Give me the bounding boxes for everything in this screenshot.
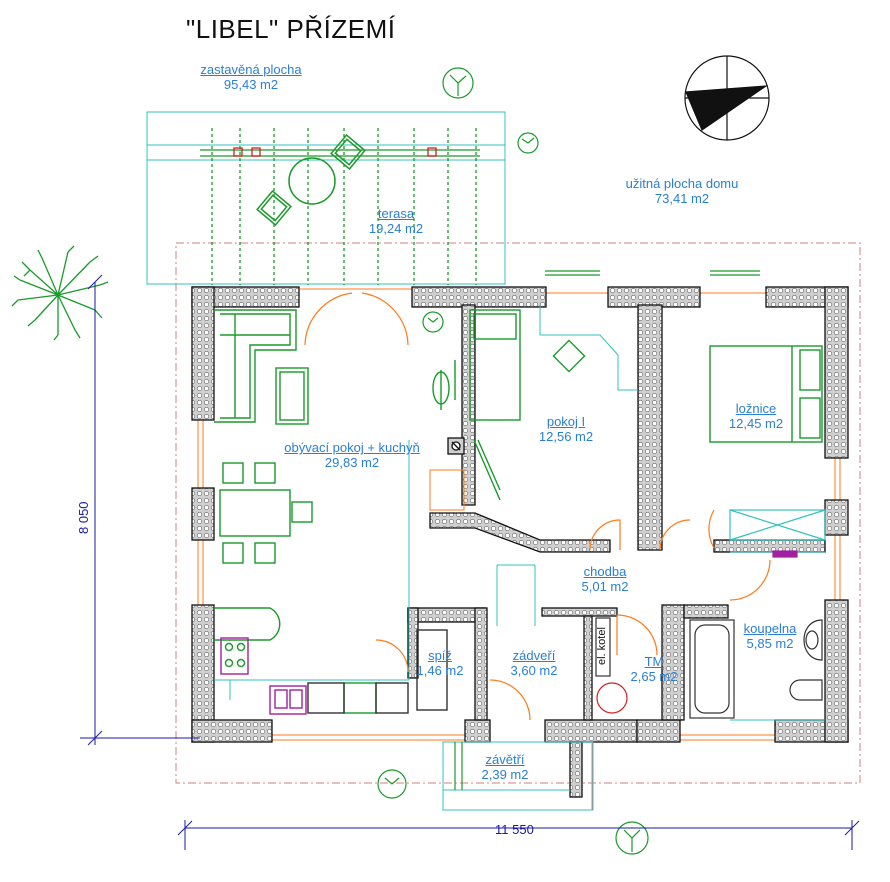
terrace: [146, 111, 506, 285]
room-label-tm: TM 2,65 m2: [630, 654, 678, 684]
width-dimension: 11 550: [495, 822, 534, 837]
stove-nook: [429, 469, 465, 511]
room-label-loznice: ložnice 12,45 m2: [728, 401, 784, 431]
window-sills: [545, 270, 760, 276]
plan-title: "LIBEL" PŘÍZEMÍ: [186, 14, 396, 44]
north-arrow-icon: [684, 55, 770, 141]
doors: [304, 292, 771, 721]
porch: [442, 741, 594, 811]
room-label-zadveri: zádveří 3,60 m2: [510, 648, 558, 678]
terrace-furniture: [256, 134, 366, 226]
kitchen-appliances: [220, 637, 307, 715]
room-label-spiz: spíž 1,46 m2: [416, 648, 464, 678]
shrub: [377, 67, 649, 855]
chimney: [447, 437, 465, 455]
furniture: [214, 309, 823, 714]
room-label-chodba: chodba 5,01 m2: [581, 564, 629, 594]
pergola: [200, 128, 480, 285]
boiler-label: el. kotel: [596, 627, 608, 665]
walls: [191, 286, 849, 798]
room-label-pokoj: pokoj I 12,56 m2: [538, 414, 594, 444]
tree: [11, 245, 109, 341]
depth-dimension: 8 050: [76, 501, 91, 534]
room-label-zavetri: závětří 2,39 m2: [481, 752, 529, 782]
building-outline: [175, 242, 861, 784]
room-label-koupelna: koupelna 5,85 m2: [743, 621, 797, 651]
window-lines: [197, 288, 841, 741]
room-label-living-kitchen: obývací pokoj + kuchyň 29,83 m2: [284, 440, 420, 470]
built-area-label: zastavěná plocha 95,43 m2: [200, 62, 302, 92]
room-label-terasa: terasa 19,24 m2: [368, 206, 424, 236]
bathroom-fixtures: [595, 509, 826, 719]
usable-area-label: užitná plocha domu 73,41 m2: [625, 176, 739, 206]
dimension-lines: [80, 274, 860, 850]
